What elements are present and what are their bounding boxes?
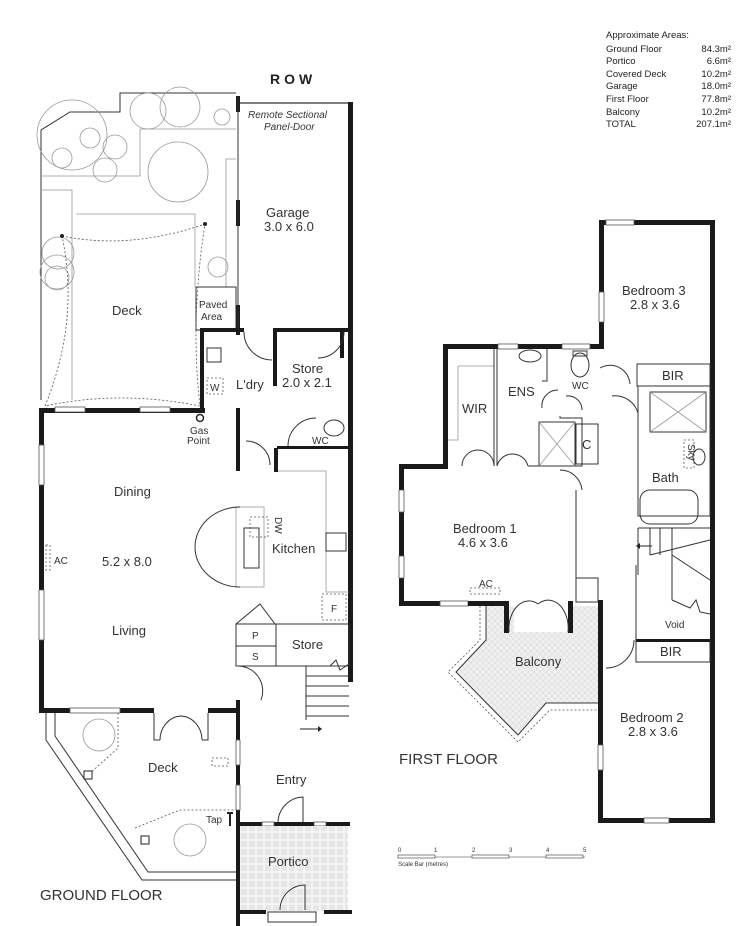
fridge-label: F: [331, 604, 337, 615]
street-label: ROW: [270, 71, 316, 87]
garage-door-label: Remote Sectional: [248, 110, 328, 121]
scale-tick-0: 0: [398, 848, 402, 854]
scale-tick-4: 4: [546, 848, 550, 854]
paved-area-label: Paved: [199, 300, 227, 311]
room-label-bedroom2: Bedroom 2: [620, 710, 684, 725]
storage-label: S: [252, 652, 259, 663]
garden-boundary: [40, 92, 236, 400]
ac-label-ground: AC: [54, 556, 68, 567]
room-label-deck-front: Deck: [148, 760, 178, 775]
dishwasher-label: DW: [272, 517, 283, 534]
first-floor-title: FIRST FLOOR: [399, 751, 498, 768]
front-deck-trees-icon: [82, 718, 207, 857]
scale-tick-2: 2: [472, 848, 476, 854]
balcony-floor: [456, 606, 600, 735]
room-size-living: 5.2 x 8.0: [102, 554, 152, 569]
room-label-ens: ENS: [508, 384, 535, 399]
room-label-deck-rear: Deck: [112, 303, 142, 318]
paved-area-label-2: Area: [201, 312, 223, 323]
pantry-label: P: [252, 631, 259, 642]
ac-label-first: AC: [479, 579, 493, 590]
room-label-wir: WIR: [462, 401, 487, 416]
linen-cupboard-label: C: [582, 437, 591, 452]
room-label-garage: Garage: [266, 205, 309, 220]
scale-bar: 0 1 2 3 4 5 Scale Bar (metres): [397, 848, 587, 868]
room-size-store-rear: 2.0 x 2.1: [282, 375, 332, 390]
room-label-living: Living: [112, 623, 146, 638]
room-size-bedroom1: 4.6 x 3.6: [458, 535, 508, 550]
ground-floor-title: GROUND FLOOR: [40, 887, 163, 904]
staircase-ground: [300, 659, 350, 732]
bir-label-top: BIR: [662, 368, 684, 383]
gas-point-label-2: Point: [187, 436, 210, 447]
garden-trees-icon: [36, 86, 231, 291]
room-label-store-rear: Store: [292, 361, 323, 376]
gas-point-label: Gas: [190, 426, 208, 437]
scale-tick-5: 5: [583, 848, 587, 854]
skylight-label: Sky: [685, 444, 696, 461]
areas-heading: Approximate Areas:: [606, 30, 689, 41]
garage-door-label-2: Panel-Door: [264, 122, 315, 133]
room-label-bath: Bath: [652, 470, 679, 485]
room-label-store-front: Store: [292, 637, 323, 652]
room-size-garage: 3.0 x 6.0: [264, 219, 314, 234]
bir-label-bottom: BIR: [660, 644, 682, 659]
scale-tick-3: 3: [509, 848, 513, 854]
first-floor-plan: Bedroom 3 2.8 x 3.6 BIR WIR ENS C: [398, 219, 715, 824]
wc-label-first: WC: [572, 381, 589, 392]
scale-bar-caption: Scale Bar (metres): [398, 862, 448, 868]
room-label-laundry: L'dry: [236, 377, 264, 392]
scale-tick-1: 1: [434, 848, 438, 854]
room-label-dining: Dining: [114, 484, 151, 499]
tap-label: Tap: [206, 815, 223, 826]
room-label-bedroom3: Bedroom 3: [622, 283, 686, 298]
shade-sail: [44, 223, 206, 407]
room-label-kitchen: Kitchen: [272, 541, 315, 556]
room-label-bedroom1: Bedroom 1: [453, 521, 517, 536]
room-label-portico: Portico: [268, 854, 308, 869]
washer-label: W: [210, 383, 220, 394]
room-size-bedroom2: 2.8 x 3.6: [628, 724, 678, 739]
staircase-first: [636, 528, 711, 615]
void-label: Void: [665, 620, 684, 631]
wc-label-ground: WC: [312, 436, 329, 447]
portico-floor: [240, 826, 348, 912]
room-label-entry: Entry: [276, 772, 307, 787]
room-label-balcony: Balcony: [515, 654, 562, 669]
ground-floor-plan: ROW Deck Paved Area: [36, 71, 353, 926]
room-size-bedroom3: 2.8 x 3.6: [630, 297, 680, 312]
